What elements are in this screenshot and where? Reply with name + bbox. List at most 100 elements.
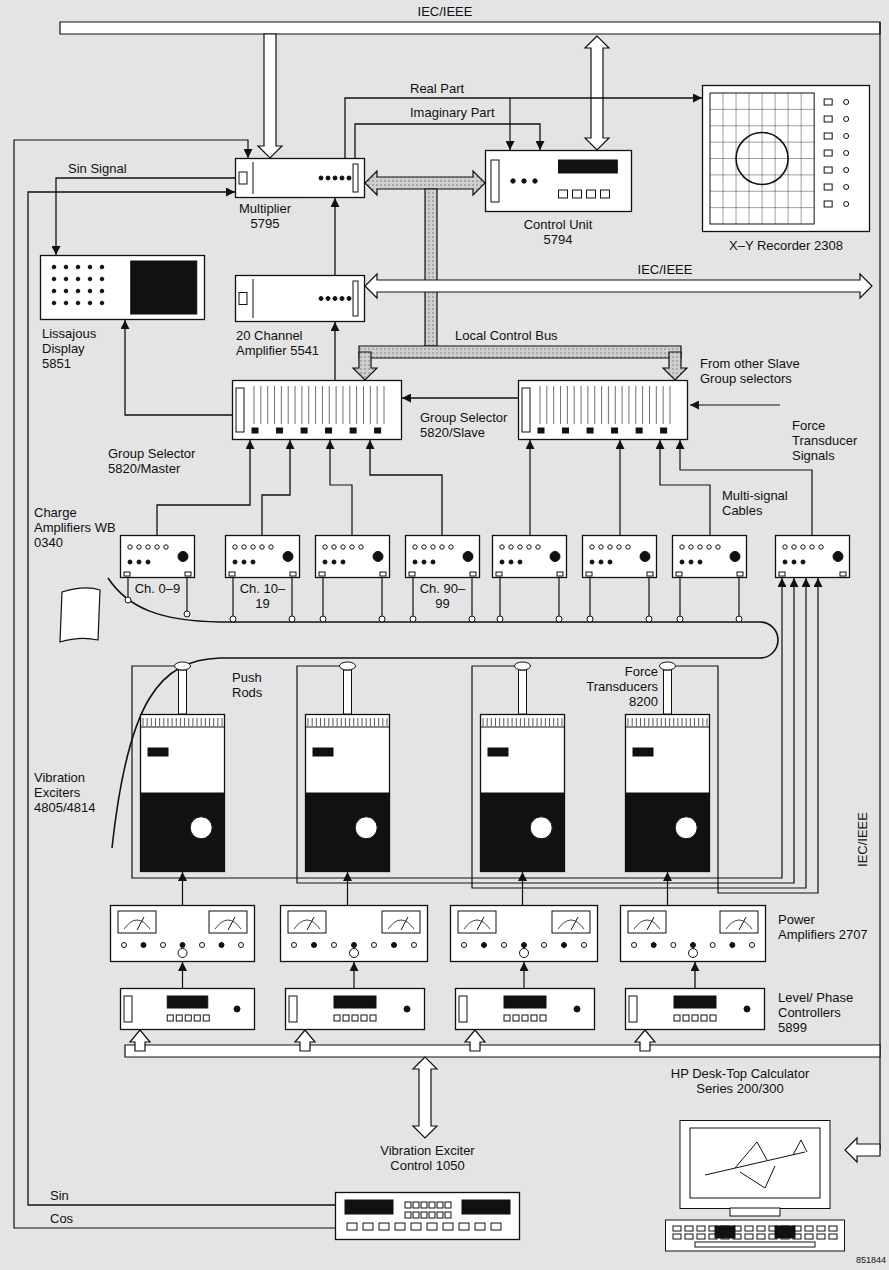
drawing-stroke xyxy=(649,386,650,424)
drawing-stroke xyxy=(286,989,425,1030)
drawing-stroke xyxy=(205,718,206,726)
drawing-stroke xyxy=(373,552,383,562)
drawing-stroke xyxy=(148,748,168,756)
drawing-stroke xyxy=(670,386,671,424)
drawing-stroke xyxy=(239,293,247,305)
drawing-stroke xyxy=(295,386,296,424)
drawing-stroke xyxy=(689,545,693,549)
drawing-stroke xyxy=(431,545,435,549)
drawing-stroke xyxy=(274,386,275,424)
drawing-stroke xyxy=(497,616,503,622)
drawing-stroke xyxy=(377,386,378,424)
drawing-stroke xyxy=(347,297,351,301)
drawing-stroke xyxy=(512,718,513,726)
signal-label: IEC/IEEE xyxy=(400,4,490,19)
drawing-stroke xyxy=(636,718,637,726)
drawing-stroke xyxy=(118,911,156,933)
equipment-box: Ch. 90–99 xyxy=(405,535,480,578)
drawing-stroke xyxy=(502,943,507,948)
drawing-stroke xyxy=(382,911,420,933)
drawing-stroke xyxy=(301,386,302,424)
signal-label: Force Transducers 8200 xyxy=(566,664,658,709)
drawing-stroke xyxy=(680,560,684,564)
drawing-stroke xyxy=(459,996,467,1022)
drawing-stroke xyxy=(583,536,657,578)
drawing-stroke xyxy=(707,718,708,726)
drawing-stroke xyxy=(252,428,258,433)
drawing-stroke xyxy=(349,386,350,424)
drawing-stroke xyxy=(493,536,567,578)
equipment-label: Control Unit 5794 xyxy=(508,217,608,247)
equipment-drawing xyxy=(625,988,765,1030)
drawing-stroke xyxy=(516,718,517,726)
drawing-stroke xyxy=(345,718,346,726)
drawing-stroke xyxy=(353,164,358,192)
drawing-stroke xyxy=(844,100,849,105)
drawing-stroke xyxy=(425,189,437,346)
drawing-stroke xyxy=(783,560,787,564)
drawing-stroke xyxy=(824,167,832,173)
drawing-stroke xyxy=(239,172,247,184)
signal-label: 851844 xyxy=(842,1255,886,1266)
drawing-stroke xyxy=(306,793,390,872)
drawing-stroke xyxy=(530,817,552,839)
drawing-stroke xyxy=(553,386,554,424)
drawing-stroke xyxy=(141,793,225,872)
drawing-stroke xyxy=(291,578,292,619)
drawing-stroke xyxy=(519,670,527,714)
drawing-stroke xyxy=(628,911,666,933)
drawing-stroke xyxy=(844,117,849,122)
drawing-stroke xyxy=(702,718,703,726)
drawing-stroke xyxy=(176,718,177,726)
drawing-stroke xyxy=(736,133,788,185)
drawing-stroke xyxy=(230,616,236,622)
drawing-stroke xyxy=(340,297,344,301)
equipment-drawing xyxy=(665,1120,845,1252)
drawing-stroke xyxy=(697,1226,705,1231)
drawing-stroke xyxy=(363,386,364,424)
drawing-stroke xyxy=(355,817,377,839)
drawing-stroke xyxy=(513,1015,519,1021)
drawing-stroke xyxy=(792,545,796,549)
drawing-stroke xyxy=(537,718,538,726)
drawing-stroke xyxy=(301,428,307,433)
drawing-stroke xyxy=(757,1234,765,1239)
drawing-stroke xyxy=(306,715,390,872)
drawing-stroke xyxy=(710,191,814,192)
drawing-stroke xyxy=(182,872,183,905)
drawing-stroke xyxy=(599,545,603,549)
drawing-stroke xyxy=(201,718,202,726)
drawing-stroke xyxy=(121,989,255,1030)
drawing-stroke xyxy=(520,718,521,726)
signal-connector xyxy=(402,397,518,398)
signal-label: Imaginary Part xyxy=(410,105,520,120)
drawing-stroke xyxy=(628,718,629,726)
drawing-stroke xyxy=(361,1015,367,1021)
drawing-stroke xyxy=(480,715,565,872)
drawing-stroke xyxy=(730,943,735,948)
equipment-box: HP Desk-Top Calculator Series 200/300 xyxy=(665,1120,845,1252)
drawing-stroke xyxy=(52,265,56,269)
drawing-stroke xyxy=(445,1212,451,1218)
drawing-stroke xyxy=(710,158,814,159)
drawing-stroke xyxy=(698,560,702,564)
drawing-stroke xyxy=(404,1006,410,1012)
drawing-stroke xyxy=(375,428,381,433)
drawing-stroke xyxy=(381,578,382,619)
equipment-drawing xyxy=(485,150,632,212)
equipment-label: Group Selector 5820/Master xyxy=(108,446,228,476)
drawing-stroke xyxy=(236,388,244,432)
drawing-stroke xyxy=(151,718,152,726)
drawing-stroke xyxy=(341,718,342,726)
drawing-stroke xyxy=(824,116,832,122)
drawing-stroke xyxy=(236,276,365,322)
signal-label: IEC/IEEE xyxy=(855,800,870,880)
drawing-stroke xyxy=(560,386,561,424)
drawing-stroke xyxy=(184,611,190,617)
drawing-stroke xyxy=(132,578,782,878)
drawing-stroke xyxy=(590,560,594,564)
drawing-stroke xyxy=(347,872,348,905)
drawing-stroke xyxy=(295,1030,315,1051)
drawing-stroke xyxy=(307,917,314,930)
drawing-stroke xyxy=(515,662,531,670)
